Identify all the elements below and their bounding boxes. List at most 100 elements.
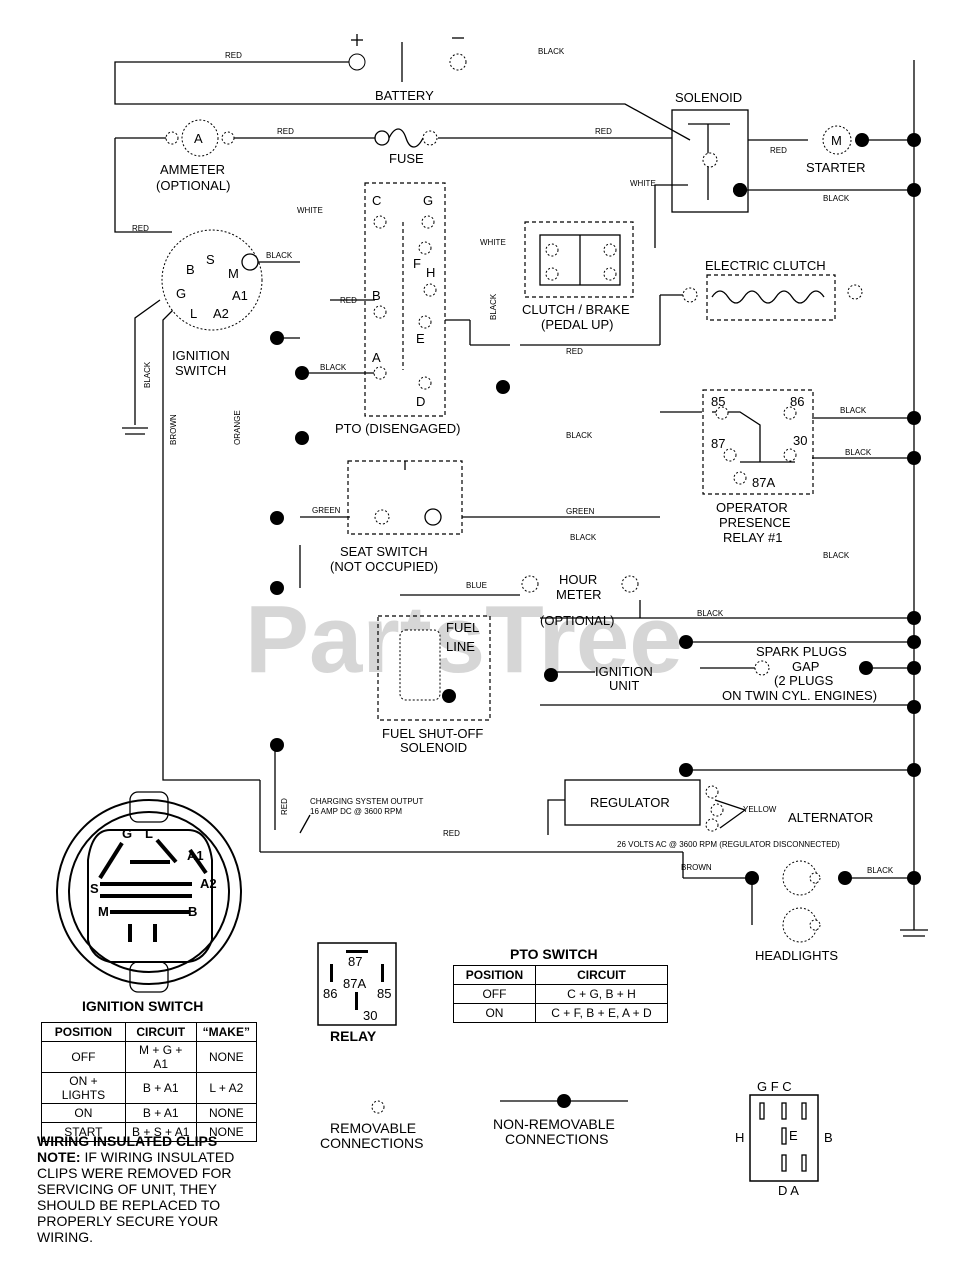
cell: M + G + A1: [124, 1041, 197, 1073]
cell: C + F, B + E, A + D: [534, 1003, 669, 1023]
relay-pin-85: 85: [377, 986, 391, 1001]
ignition-switch-face: G L A1 S A2 M B IGNITION SWITCH: [56, 791, 242, 1014]
relay-87a: 87A: [752, 475, 775, 490]
table-row: START B + S + A1 NONE: [41, 1122, 258, 1142]
ammeter-a: A: [194, 131, 203, 146]
watermark: PartsTree: [245, 586, 683, 693]
ignition-switch-label-2: SWITCH: [175, 363, 226, 378]
junction-dots: [270, 133, 921, 885]
ign-term-l: L: [190, 306, 197, 321]
wire-red: RED: [277, 127, 294, 136]
table-row: ON B + A1 NONE: [41, 1103, 258, 1123]
relay-face: 87 86 87A 85 30 RELAY: [317, 942, 397, 1044]
face-l: L: [145, 826, 153, 841]
face-b: B: [188, 904, 197, 919]
ign-col-position: POSITION: [41, 1022, 126, 1042]
hour-meter: HOUR METER (OPTIONAL): [521, 572, 639, 628]
headlights: HEADLIGHTS: [745, 860, 852, 963]
hour-meter-label-2: METER: [556, 587, 602, 602]
pto-term-h: H: [426, 265, 435, 280]
wire-labels: RED BLACK RED RED RED WHITE BLACK WHITE …: [132, 47, 894, 875]
cell: B + A1: [124, 1072, 197, 1104]
wire-green: GREEN: [312, 506, 341, 515]
alternator-label: ALTERNATOR: [788, 810, 873, 825]
starter-m: M: [831, 133, 842, 148]
wire-white: WHITE: [297, 206, 323, 215]
cell: L + A2: [195, 1072, 258, 1104]
charging-output: CHARGING SYSTEM OUTPUT: [310, 797, 423, 806]
note-body: NOTE: IF WIRING INSULATED CLIPS WERE REM…: [37, 1149, 277, 1245]
ign-term-m: M: [228, 266, 239, 281]
wire-black: BLACK: [840, 406, 867, 415]
pto-term-e: E: [416, 331, 425, 346]
pto-conn-b: B: [824, 1130, 833, 1145]
legend-removable-2: CONNECTIONS: [320, 1135, 423, 1151]
seat-switch-not-occupied: (NOT OCCUPIED): [330, 559, 438, 574]
wire-green: GREEN: [566, 507, 595, 516]
relay-label-3: RELAY #1: [723, 530, 783, 545]
spark-twin-cyl: ON TWIN CYL. ENGINES): [722, 688, 877, 703]
cell: ON: [453, 1003, 536, 1023]
spark-plugs: SPARK PLUGS GAP (2 PLUGS ON TWIN CYL. EN…: [722, 644, 877, 703]
table-row: ON C + F, B + E, A + D: [453, 1003, 669, 1023]
fuel-label: FUEL: [446, 620, 479, 635]
ign-term-b: B: [186, 262, 195, 277]
cell: NONE: [195, 1103, 258, 1123]
pto-term-g: G: [423, 193, 433, 208]
operator-presence-relay: 85 86 87 30 87A OPERATOR PRESENCE RELAY …: [702, 389, 814, 545]
ign-term-g: G: [176, 286, 186, 301]
wire-brown: BROWN: [681, 863, 712, 872]
wire-black: BLACK: [320, 363, 347, 372]
pto-conn-top: G F C: [757, 1079, 792, 1094]
pto-conn-e: E: [789, 1128, 798, 1143]
face-m: M: [98, 904, 109, 919]
ignition-unit-label-2: UNIT: [609, 678, 639, 693]
wire-brown: BROWN: [169, 414, 178, 445]
pto-conn-bottom: D A: [778, 1183, 799, 1198]
headlights-label: HEADLIGHTS: [755, 948, 838, 963]
legend-nonremovable-2: CONNECTIONS: [505, 1131, 608, 1147]
wire-black: BLACK: [867, 866, 894, 875]
wire-red: RED: [280, 798, 289, 815]
ign-col-make: “MAKE”: [195, 1022, 258, 1042]
wire-black: BLACK: [823, 551, 850, 560]
alternator: ALTERNATOR 26 VOLTS AC @ 3600 RPM (REGUL…: [310, 785, 873, 849]
ammeter-label: AMMETER: [160, 162, 225, 177]
relay-pin-87: 87: [348, 954, 362, 969]
face-a1: A1: [187, 848, 204, 863]
wire-white: WHITE: [480, 238, 506, 247]
legend-removable: REMOVABLE: [330, 1120, 416, 1136]
note-title: WIRING INSULATED CLIPS: [37, 1133, 218, 1149]
cell: ON + LIGHTS: [41, 1072, 126, 1104]
wire-black: BLACK: [143, 361, 152, 388]
cell: START: [41, 1122, 126, 1142]
wires: [114, 42, 928, 937]
spark-plugs-label: SPARK PLUGS: [756, 644, 847, 659]
wire-black: BLACK: [697, 609, 724, 618]
regulator-label: REGULATOR: [590, 795, 670, 810]
ignition-switch-table: POSITION CIRCUIT “MAKE” OFF M + G + A1 N…: [41, 1022, 258, 1142]
wire-yellow: YELLOW: [743, 805, 777, 814]
wire-red: RED: [566, 347, 583, 356]
table-row: OFF M + G + A1 NONE: [41, 1041, 258, 1073]
pto-label: PTO (DISENGAGED): [335, 421, 460, 436]
clutch-brake-label: CLUTCH / BRAKE: [522, 302, 630, 317]
relay-pin-86: 86: [323, 986, 337, 1001]
electric-clutch-label: ELECTRIC CLUTCH: [705, 258, 826, 273]
relay-title: RELAY: [330, 1028, 377, 1044]
pto-term-f: F: [413, 256, 421, 271]
wire-white: WHITE: [630, 179, 656, 188]
wire-blue: BLUE: [466, 581, 487, 590]
wiring-note: WIRING INSULATED CLIPS NOTE: IF WIRING I…: [37, 1133, 277, 1245]
wire-black: BLACK: [538, 47, 565, 56]
fuel-solenoid-label: FUEL SHUT-OFF: [382, 726, 483, 741]
wire-black: BLACK: [823, 194, 850, 203]
ign-col-circuit: CIRCUIT: [124, 1022, 197, 1042]
note-label: NOTE:: [37, 1149, 81, 1165]
ammeter: A AMMETER (OPTIONAL): [156, 119, 235, 193]
spark-gap-label: GAP: [792, 659, 819, 674]
wire-red: RED: [595, 127, 612, 136]
relay-87: 87: [711, 436, 725, 451]
ign-term-a1: A1: [232, 288, 248, 303]
